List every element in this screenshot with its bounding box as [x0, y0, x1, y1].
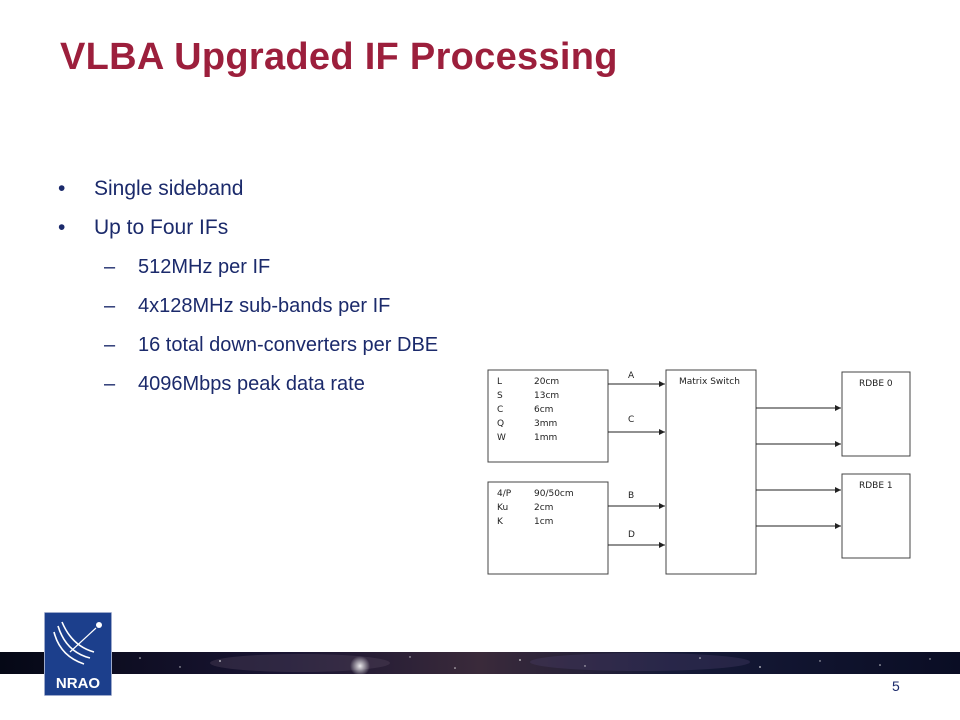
wavelength-label: 20cm	[534, 377, 559, 387]
slide-title: VLBA Upgraded IF Processing	[60, 36, 618, 78]
rdbe0-box	[841, 371, 911, 457]
sub-bullet-item: –4x128MHz sub-bands per IF	[58, 291, 578, 330]
wavelength-label: 90/50cm	[534, 489, 574, 499]
rdbe1-box	[841, 473, 911, 559]
sub-bullet-marker: –	[104, 295, 116, 317]
if-label-a: A	[628, 371, 635, 381]
sub-bullet-text: 4096Mbps peak data rate	[138, 373, 365, 395]
star-icon	[96, 622, 102, 628]
band-label: Ku	[497, 503, 508, 513]
bullet-text: Up to Four IFs	[94, 216, 229, 239]
matrix-switch-label: Matrix Switch	[679, 377, 740, 387]
footer-starfield-band	[0, 652, 960, 674]
rdbe1-label: RDBE 1	[859, 481, 893, 491]
sub-bullet-item: –512MHz per IF	[58, 252, 578, 291]
wavelength-label: 13cm	[534, 391, 559, 401]
sub-bullet-marker: –	[104, 256, 116, 278]
sub-bullet-marker: –	[104, 373, 116, 395]
sub-bullet-marker: –	[104, 334, 116, 356]
band-label: L	[497, 377, 502, 387]
receiver-box-1	[487, 369, 609, 463]
if-label-d: D	[628, 530, 635, 540]
band-label: W	[497, 433, 506, 443]
wavelength-label: 3mm	[534, 419, 557, 429]
bullet-item: • Up to Four IFs	[58, 213, 578, 252]
receiver-box-2	[487, 481, 609, 575]
band-label: Q	[497, 419, 504, 429]
band-label: 4/P	[497, 489, 512, 499]
bullet-list: •Single sideband •Up to Four IFs –512MHz…	[58, 174, 578, 408]
if-signal-diagram: L 20cm S 13cm C 6cm Q 3mm W 1mm 4/P 90/5…	[470, 360, 920, 587]
radio-dish-icon	[53, 621, 95, 665]
rdbe0-label: RDBE 0	[859, 379, 893, 389]
band-label: K	[497, 517, 504, 527]
if-label-b: B	[628, 491, 634, 501]
wavelength-label: 2cm	[534, 503, 553, 513]
diagram-canvas: L 20cm S 13cm C 6cm Q 3mm W 1mm 4/P 90/5…	[487, 369, 911, 575]
sub-bullet-text: 16 total down-converters per DBE	[138, 334, 439, 356]
if-label-c: C	[628, 415, 634, 425]
bullet-text: Single sideband	[94, 177, 244, 200]
sub-bullet-item: –16 total down-converters per DBE	[58, 330, 578, 369]
sub-bullet-item: –4096Mbps peak data rate	[58, 369, 578, 408]
sub-bullet-text: 512MHz per IF	[138, 256, 271, 278]
matrix-switch-box	[665, 369, 757, 575]
bullet-marker: •	[58, 216, 66, 239]
wavelength-label: 1cm	[534, 517, 553, 527]
band-label: C	[497, 405, 503, 415]
wavelength-label: 1mm	[534, 433, 557, 443]
page-number: 5	[892, 678, 900, 694]
bullet-marker: •	[58, 177, 66, 200]
bullet-item: • Single sideband	[58, 174, 578, 213]
sub-bullet-text: 4x128MHz sub-bands per IF	[138, 295, 391, 317]
logo-text: NRAO	[56, 675, 100, 692]
nrao-logo: NRAO	[44, 612, 112, 696]
bright-star-icon	[350, 656, 370, 674]
wavelength-label: 6cm	[534, 405, 553, 415]
band-label: S	[497, 391, 503, 401]
